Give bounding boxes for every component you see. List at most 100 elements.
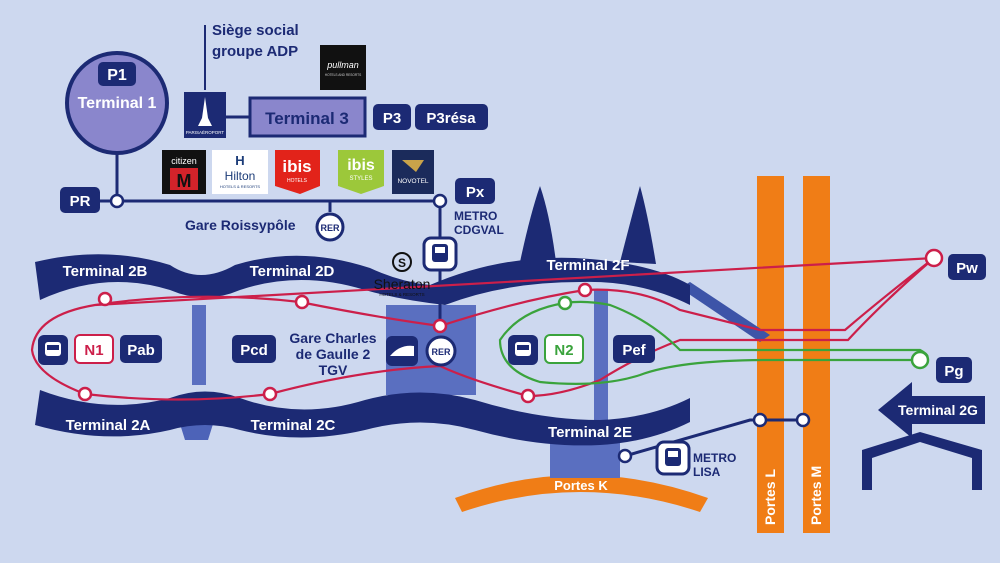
train-window-lisa (668, 451, 678, 457)
citizen-letter: M (177, 171, 192, 191)
portes-k-pier[interactable] (455, 475, 708, 512)
dot-pg[interactable] (910, 350, 930, 370)
sheraton-emblem-icon (392, 252, 412, 272)
dot-2e[interactable] (520, 388, 536, 404)
ibis-tagline: HOTELS (287, 178, 308, 184)
px-badge[interactable] (455, 178, 495, 204)
dot-2b[interactable] (97, 291, 113, 307)
citizen-m-mark (170, 168, 198, 190)
ibis-name: ibis (282, 157, 311, 176)
pef-label: Pef (622, 342, 646, 359)
terminal-1-label: Terminal 1 (78, 95, 157, 112)
dot-px[interactable] (432, 193, 448, 209)
hilton-name: Hilton (225, 169, 256, 183)
terminal-2b-label[interactable]: Terminal 2B (63, 263, 148, 280)
ibis-styles-sub: STYLES (349, 176, 372, 182)
metro-cdgval-line1: METRO (454, 209, 497, 223)
metro-cdgval-line2: CDGVAL (454, 223, 504, 237)
sheraton-tagline: HOTELS & RESORTS (379, 292, 424, 297)
sheraton-s-mark: S (398, 256, 406, 270)
n2-green-shuttle-line (498, 300, 929, 385)
tgv-line1: Gare Charles (289, 330, 376, 346)
dot-lisa-1[interactable] (617, 448, 633, 464)
novotel-logo (392, 150, 434, 194)
dot-lisa-3[interactable] (795, 412, 811, 428)
tgv-line2: de Gaulle 2 (296, 346, 371, 362)
rer-icon-roissypole[interactable] (315, 212, 345, 242)
pab-label: Pab (127, 342, 155, 359)
connector-2a2b-2c2d (192, 305, 206, 385)
p3-badge[interactable] (373, 104, 411, 130)
connector-2e-k (550, 440, 620, 478)
p3-label: P3 (383, 110, 401, 127)
dot-pw[interactable] (924, 248, 944, 268)
pab-badge[interactable] (120, 335, 162, 363)
pg-badge[interactable] (936, 357, 972, 383)
p1-label: P1 (107, 67, 127, 84)
green-stop-dots (557, 295, 930, 370)
portes-m-pier[interactable] (803, 176, 830, 533)
terminal-2g-building (862, 432, 982, 490)
terminal-2c-label[interactable]: Terminal 2C (251, 417, 336, 434)
dot-2f[interactable] (577, 282, 593, 298)
train-window-cdgval (435, 247, 445, 253)
pcd-badge[interactable] (232, 335, 276, 363)
pullman-logo (320, 45, 366, 90)
hilton-h-mark: H (235, 153, 244, 168)
terminal-2f-pier-left (520, 186, 556, 262)
dot-pr[interactable] (109, 193, 125, 209)
pw-badge[interactable] (948, 254, 986, 280)
pullman-name: pullman (326, 60, 359, 70)
dot-lisa-2[interactable] (752, 412, 768, 428)
dot-2d[interactable] (294, 294, 310, 310)
rer-icon-cdg2[interactable] (425, 335, 457, 367)
terminal-2-top-band (35, 254, 690, 305)
dot-cdg2[interactable] (432, 318, 448, 334)
novotel-mark (402, 160, 424, 172)
pw-label: Pw (956, 260, 978, 277)
pr-badge[interactable] (60, 187, 100, 213)
paris-aeroport-text: PARISAÉROPORT (186, 129, 225, 135)
portes-l-label: Portes L (762, 469, 778, 525)
n2-label: N2 (554, 342, 573, 359)
portes-l-pier[interactable] (757, 176, 784, 533)
hilton-tagline: HOTELS & RESORTS (220, 184, 260, 189)
terminal-2g-arrow[interactable] (878, 382, 985, 438)
pef-badge[interactable] (613, 335, 655, 363)
n1-label: N1 (84, 342, 103, 359)
hq-line2: groupe ADP (212, 43, 298, 60)
metro-lisa-line2: LISA (693, 465, 721, 479)
bus-window-n1 (47, 345, 59, 350)
ibis-styles-name: ibis (347, 157, 375, 174)
n2-badge[interactable] (544, 334, 584, 364)
dot-2f-green[interactable] (557, 295, 573, 311)
dot-2a[interactable] (77, 386, 93, 402)
terminal-2e-label[interactable]: Terminal 2E (548, 424, 632, 441)
terminal-2d-label[interactable]: Terminal 2D (250, 263, 335, 280)
terminal-3-building[interactable] (248, 96, 367, 138)
sheraton-logo: S Sheraton HOTELS & RESORTS (374, 252, 430, 297)
n1-badge[interactable] (74, 334, 114, 364)
citizen-name: citizen (171, 156, 197, 166)
station-dots (109, 193, 811, 464)
pr-label: PR (70, 193, 91, 210)
terminal-2g-label: Terminal 2G (898, 402, 978, 418)
eiffel-tower-icon (198, 97, 212, 126)
terminal-2a-label[interactable]: Terminal 2A (66, 417, 151, 434)
hq-line1: Siège social (212, 22, 299, 39)
p3resa-badge[interactable] (415, 104, 488, 130)
portes-k-label: Portes K (554, 478, 608, 493)
red-stop-dots (77, 248, 944, 404)
terminal-1-building[interactable] (65, 51, 169, 155)
rer-text-cdg2: RER (431, 347, 451, 357)
terminal-2-bottom-band (35, 390, 690, 446)
ibis-styles-logo (338, 150, 384, 194)
roissypole-label: Gare Roissypôle (185, 217, 296, 233)
p3resa-label: P3résa (426, 110, 476, 127)
portes-m-label: Portes M (808, 466, 824, 525)
terminal-2f-label[interactable]: Terminal 2F (546, 257, 629, 274)
rer-text-roissypole: RER (320, 223, 340, 233)
terminal-3-label: Terminal 3 (265, 109, 349, 128)
dot-2c[interactable] (262, 386, 278, 402)
p1-badge[interactable] (98, 62, 136, 86)
